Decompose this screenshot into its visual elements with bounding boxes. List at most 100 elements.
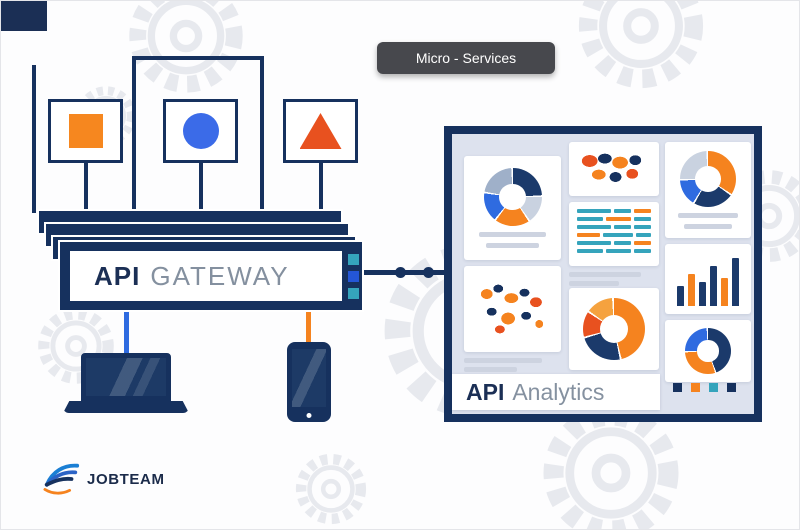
service-box-square — [48, 99, 123, 163]
gateway-indicator — [348, 254, 359, 265]
bar — [710, 266, 717, 306]
connector-line-vertical — [260, 56, 264, 213]
gateway-indicator — [348, 271, 359, 282]
microservices-tooltip: Micro - Services — [377, 42, 555, 74]
placeholder-line — [569, 281, 619, 286]
analytics-indicator — [673, 383, 682, 392]
table-cell — [577, 249, 603, 253]
analytics-card-world-map — [464, 266, 561, 352]
analytics-card-donut-chart — [665, 320, 751, 382]
gateway-title-bold: API — [94, 260, 141, 291]
placeholder-lines — [569, 272, 659, 286]
world-map-chart — [576, 149, 652, 189]
bar — [688, 274, 695, 306]
smartphone-illustration — [287, 342, 331, 422]
analytics-indicator — [691, 383, 700, 392]
api-gateway-label: API GATEWAY — [70, 251, 342, 301]
table-row — [577, 225, 651, 229]
api-analytics-label: API Analytics — [452, 374, 660, 410]
connector-line-laptop — [124, 311, 129, 354]
table-cell — [614, 241, 631, 245]
table-cell — [634, 241, 651, 245]
placeholder-line — [569, 272, 641, 277]
analytics-indicator — [709, 383, 718, 392]
laptop-base — [63, 401, 189, 413]
table-row — [577, 217, 651, 221]
gateway-indicator — [348, 288, 359, 299]
table-cell — [602, 233, 633, 237]
square-icon — [68, 114, 103, 148]
analytics-card-donut-chart — [569, 288, 659, 370]
table-row — [577, 241, 651, 245]
gateway-title-rest: GATEWAY — [150, 260, 290, 291]
jobteam-logo-text: JOBTEAM — [87, 470, 165, 488]
table-row — [577, 233, 651, 237]
analytics-card-donut-chart — [464, 156, 561, 260]
analytics-card-bar-chart — [665, 244, 751, 314]
table-cell — [577, 217, 603, 221]
donut-chart — [583, 298, 645, 360]
table-cell — [634, 225, 651, 229]
api-gateway-panel: API GATEWAY — [58, 240, 364, 312]
connector-node — [423, 267, 434, 278]
smartphone-screen — [292, 349, 326, 407]
analytics-card-map-small — [569, 142, 659, 196]
bar — [732, 258, 739, 306]
table-cell — [577, 225, 611, 229]
table-cell — [577, 241, 611, 245]
table-cell — [634, 249, 651, 253]
placeholder-line — [485, 243, 540, 248]
bar — [699, 282, 706, 306]
table-row — [577, 209, 651, 213]
table-row — [577, 249, 651, 253]
analytics-dashboard: API Analytics — [452, 134, 754, 414]
jobteam-logo-icon — [43, 463, 80, 495]
table-cell — [614, 209, 631, 213]
table-cell — [577, 233, 600, 237]
donut-chart — [680, 151, 736, 207]
laptop-screen — [81, 353, 171, 401]
laptop-illustration — [63, 353, 189, 415]
placeholder-line — [684, 224, 732, 229]
microservices-tooltip-label: Micro - Services — [415, 50, 517, 66]
table-cell — [577, 209, 611, 213]
smartphone-home-button — [306, 413, 312, 418]
connector-line-service-1 — [84, 161, 88, 213]
service-box-triangle — [283, 99, 358, 163]
bar — [677, 286, 684, 306]
service-box-circle — [163, 99, 238, 163]
corner-accent-block — [1, 1, 47, 31]
data-table — [577, 209, 651, 253]
connector-line-vertical — [32, 65, 36, 213]
triangle-icon — [299, 113, 342, 149]
analytics-indicator — [727, 383, 736, 392]
circle-icon — [182, 113, 219, 149]
table-cell — [634, 217, 651, 221]
analytics-title-bold: API — [466, 378, 505, 405]
analytics-card-data-table — [569, 202, 659, 266]
connector-line-top — [132, 56, 264, 60]
table-cell — [634, 209, 651, 213]
donut-chart — [685, 328, 731, 374]
table-cell — [605, 249, 631, 253]
analytics-title-rest: Analytics — [512, 378, 605, 405]
connector-line-service-3 — [319, 161, 323, 213]
jobteam-logo: JOBTEAM — [43, 459, 165, 499]
table-cell — [605, 217, 631, 221]
placeholder-line — [464, 358, 542, 363]
world-map-chart — [471, 275, 554, 343]
connector-line-service-2 — [199, 161, 203, 213]
table-cell — [635, 233, 651, 237]
placeholder-line — [677, 213, 739, 218]
connector-node — [395, 267, 406, 278]
bar — [721, 278, 728, 306]
connector-line-phone — [306, 311, 311, 344]
table-cell — [614, 225, 631, 229]
donut-chart — [483, 168, 542, 226]
connector-line-vertical — [132, 56, 136, 213]
placeholder-lines — [464, 358, 561, 372]
analytics-card-donut-chart — [665, 142, 751, 238]
placeholder-line — [478, 232, 547, 237]
api-analytics-panel: API Analytics — [444, 126, 762, 422]
